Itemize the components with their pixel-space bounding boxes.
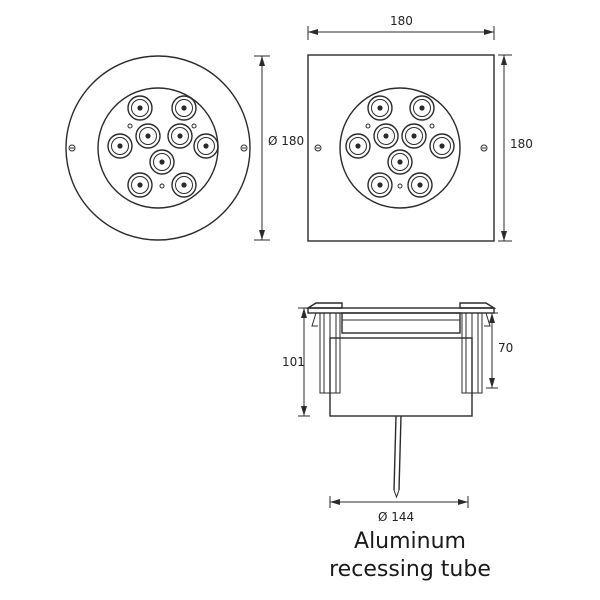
square-width-label: 180 [390,14,413,28]
power-cable [393,415,397,491]
tube-diameter-dimension: Ø 144 [329,496,469,524]
tube-depth-dimension: 70 [486,312,513,389]
caption: Aluminum recessing tube [300,528,520,584]
tube-body [329,337,473,417]
round-outer-flange [65,55,251,241]
square-screw-left [314,144,322,152]
caption-line-2: recessing tube [329,557,491,582]
round-inner-lens [97,87,219,209]
tube-height-dimension: 101 [282,307,310,417]
tube-height-label: 101 [282,355,305,369]
square-outer-frame [307,54,495,242]
round-led-array [107,95,219,198]
square-height-dimension: 180 [498,54,533,242]
square-height-label: 180 [510,137,533,151]
tube-depth-label: 70 [498,341,513,355]
tube-flange [307,307,495,314]
recessing-tube-side-view: 101 70 Ø 144 [282,302,513,524]
square-inner-lens [339,87,461,209]
square-fixture-top-view: 180 180 [307,14,533,242]
round-diameter-dimension: Ø 180 [254,55,304,241]
square-screw-right [480,144,488,152]
round-screw-left [68,144,76,152]
square-width-dimension: 180 [307,14,495,40]
caption-line-1: Aluminum [354,529,466,554]
round-fixture-top-view: Ø 180 [65,55,304,241]
round-screw-right [240,144,248,152]
square-led-array [345,95,455,198]
round-diameter-label: Ø 180 [268,134,304,148]
tube-diameter-label: Ø 144 [378,510,414,524]
